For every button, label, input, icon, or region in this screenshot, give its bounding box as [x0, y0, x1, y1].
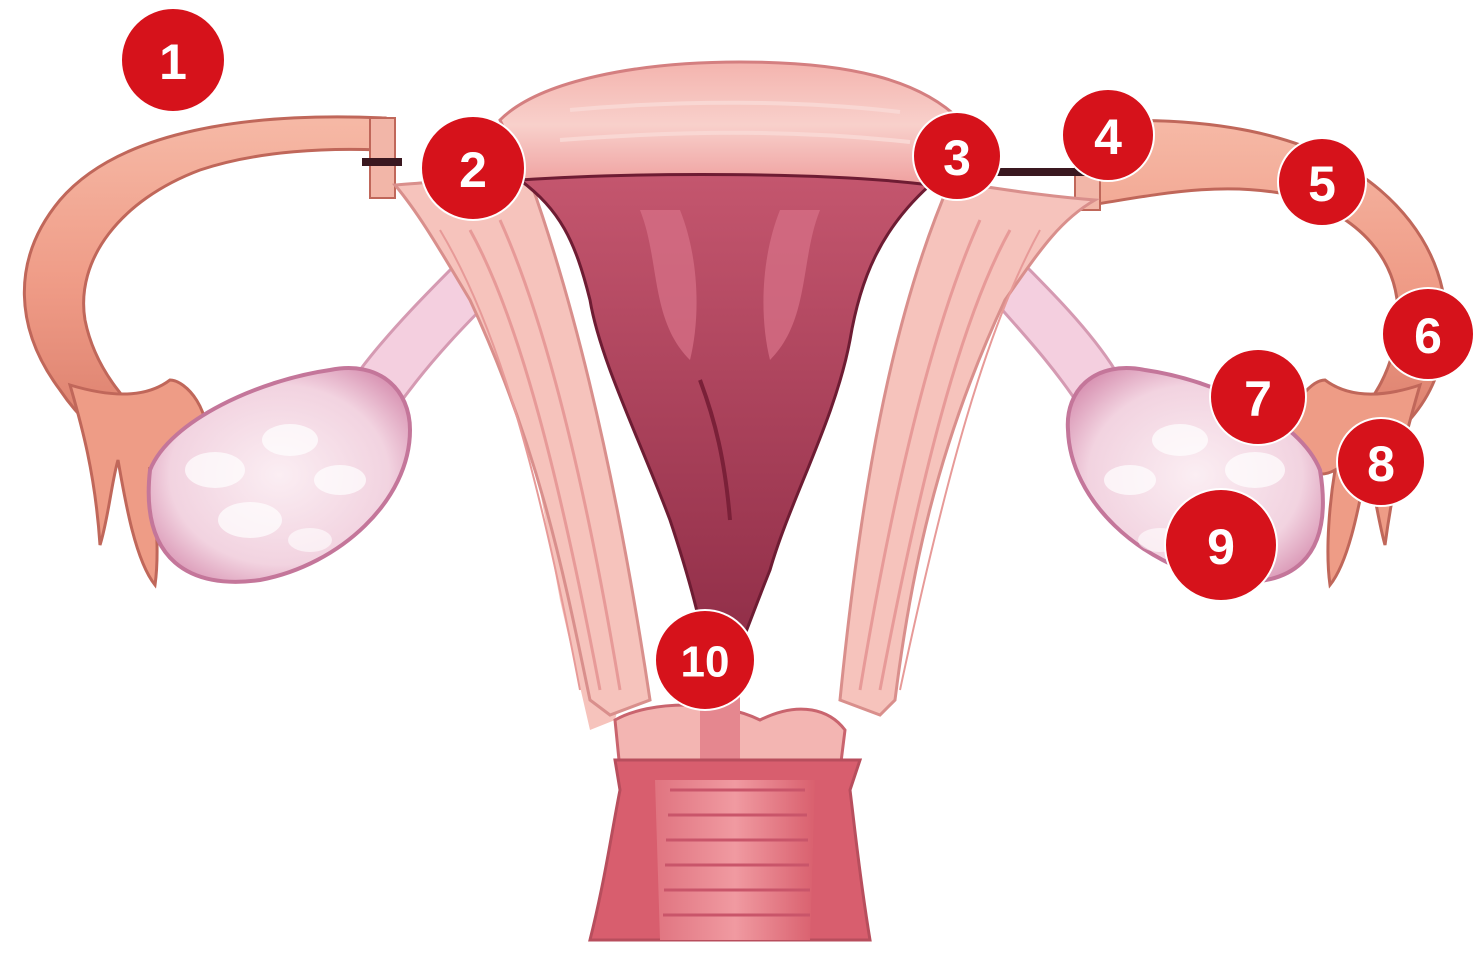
marker-4-label: 4 — [1094, 109, 1122, 165]
marker-7-label: 7 — [1244, 371, 1272, 427]
marker-9-label: 9 — [1207, 519, 1235, 575]
marker-8-label: 8 — [1367, 436, 1395, 492]
vagina — [590, 760, 870, 940]
marker-2-label: 2 — [459, 142, 487, 198]
marker-10-label: 10 — [681, 638, 730, 687]
marker-4: 4 — [1062, 89, 1154, 181]
marker-9: 9 — [1165, 489, 1277, 601]
marker-1: 1 — [121, 8, 225, 112]
marker-3: 3 — [913, 112, 1001, 200]
marker-6: 6 — [1382, 288, 1474, 380]
marker-2: 2 — [421, 116, 525, 220]
marker-7: 7 — [1210, 349, 1306, 445]
marker-5-label: 5 — [1308, 156, 1336, 212]
marker-8: 8 — [1337, 418, 1425, 506]
uterine-fundus — [500, 62, 960, 188]
marker-6-label: 6 — [1414, 308, 1442, 364]
marker-5: 5 — [1278, 138, 1366, 226]
marker-1-label: 1 — [159, 34, 187, 90]
marker-3-label: 3 — [943, 130, 971, 186]
marker-10: 10 — [655, 610, 755, 710]
